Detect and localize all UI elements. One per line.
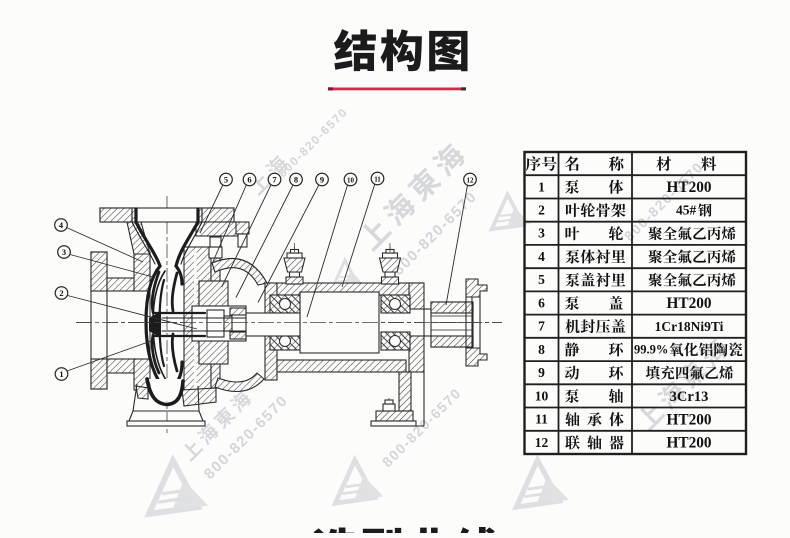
svg-text:11: 11 [535, 412, 548, 427]
svg-text:3: 3 [62, 247, 66, 257]
svg-text:10: 10 [535, 388, 549, 403]
svg-text:4: 4 [59, 220, 64, 230]
svg-text:9: 9 [538, 365, 545, 380]
svg-text:5: 5 [538, 272, 545, 287]
svg-text:2: 2 [59, 288, 63, 298]
svg-text:HT200: HT200 [666, 411, 711, 428]
svg-text:4: 4 [538, 249, 545, 264]
svg-text:45#: 45# [676, 203, 697, 218]
svg-text:5: 5 [224, 174, 228, 184]
svg-text:7: 7 [538, 319, 545, 334]
svg-text:10: 10 [347, 176, 355, 184]
svg-text:3: 3 [538, 226, 545, 241]
svg-text:8: 8 [294, 174, 298, 184]
svg-text:9: 9 [320, 174, 324, 184]
svg-text:6: 6 [538, 295, 545, 310]
svg-text:3Cr13: 3Cr13 [670, 389, 709, 405]
svg-text:11: 11 [374, 175, 381, 183]
svg-text:HT200: HT200 [666, 295, 711, 312]
svg-text:12: 12 [467, 176, 475, 184]
svg-text:1Cr18Ni9Ti: 1Cr18Ni9Ti [655, 319, 724, 334]
svg-text:1: 1 [538, 179, 545, 194]
svg-text:1: 1 [59, 369, 63, 379]
svg-text:HT200: HT200 [666, 179, 711, 196]
svg-text:99.9%: 99.9% [634, 343, 668, 357]
svg-text:2: 2 [538, 203, 545, 218]
svg-text:8: 8 [538, 342, 545, 357]
svg-text:12: 12 [535, 435, 549, 450]
svg-text:6: 6 [247, 174, 251, 184]
svg-text:7: 7 [272, 174, 277, 184]
svg-text:HT200: HT200 [666, 435, 711, 452]
